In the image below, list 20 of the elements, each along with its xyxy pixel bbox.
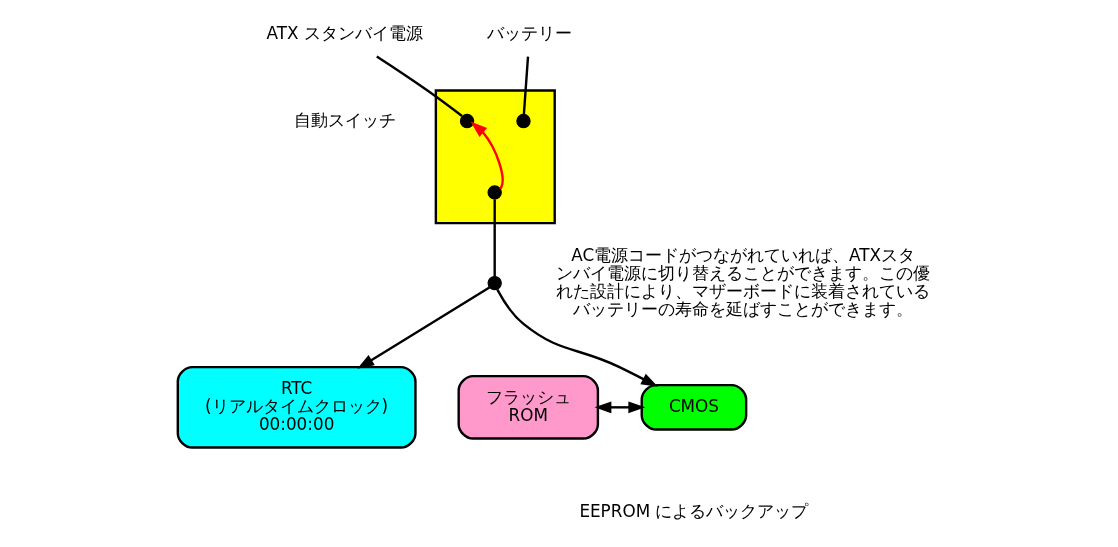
node-box: フラッシュ ROM [456,374,599,440]
node-circle [486,275,502,291]
label: AC電源コードがつながれていれば、ATXスタンバイ電源に切り替えることができます。この優れた設計により、マザーボードに装着されているバッテリーの寿命を延ばすことができます。 [555,244,930,319]
node-circle [459,113,474,129]
node-circle [515,113,531,129]
label: EEPROM によるバックアップ [578,500,808,521]
connector [493,199,496,277]
node-text: バッテリー [486,23,572,44]
arrow [470,121,504,190]
node-label: 自動スイッチ [293,109,396,130]
cluster [434,89,556,225]
node-circle [486,185,502,200]
arrow [495,289,658,387]
arrow [594,401,645,414]
connector [522,56,529,115]
node-text: ATX スタンバイ電源 [266,23,423,44]
node-box: CMOS [640,383,747,431]
arrow [356,286,490,369]
connector [375,55,463,117]
node-box: RTC (リアルタイムクロック) 00:00:00 [176,365,417,449]
